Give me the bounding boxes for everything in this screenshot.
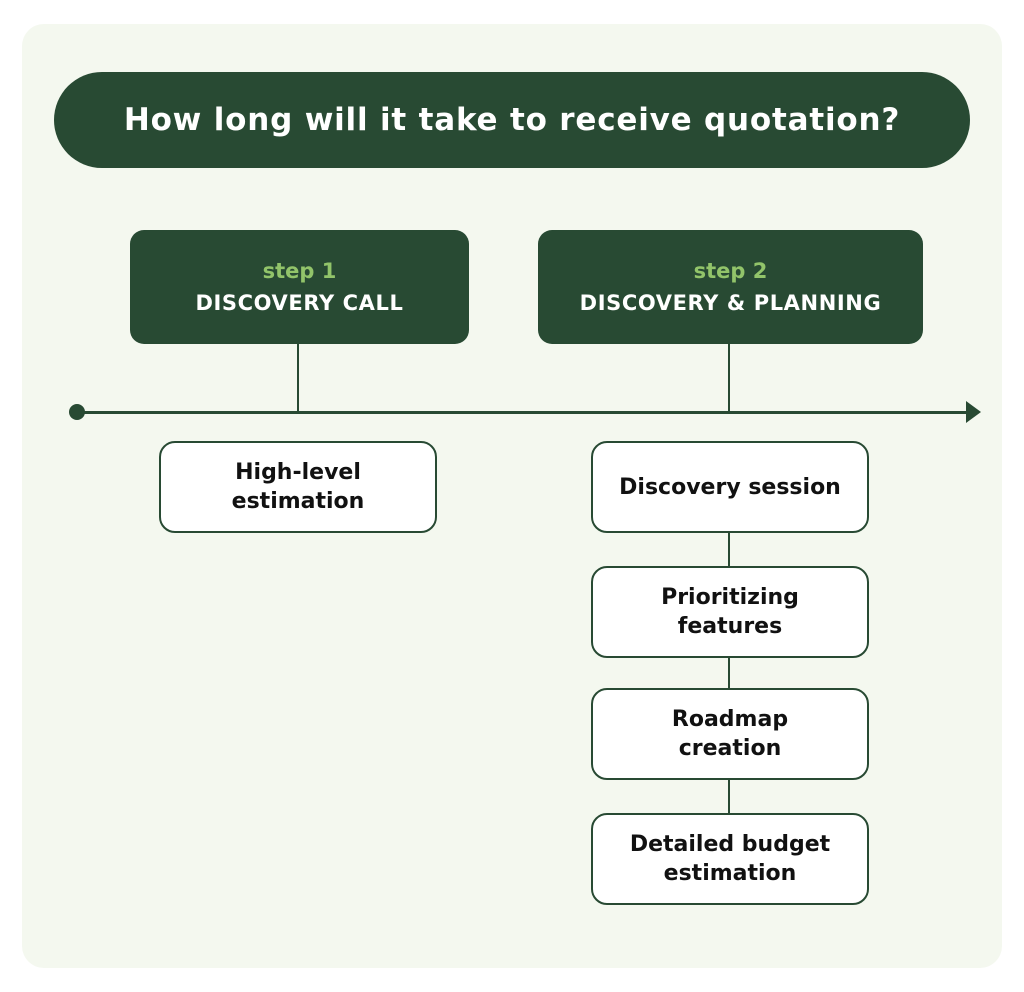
timeline-arrowhead — [966, 401, 981, 423]
step-2-number: step 2 — [693, 259, 768, 283]
task-label: Discovery session — [619, 474, 841, 500]
task-connector — [728, 656, 730, 690]
task-label: Roadmap creation — [671, 707, 789, 761]
step-1-number: step 1 — [262, 259, 337, 283]
task-detailed-budget-estimation: Detailed budget estimation — [591, 813, 869, 905]
task-roadmap-creation: Roadmap creation — [591, 688, 869, 780]
timeline-axis — [77, 411, 969, 414]
step-1-name: DISCOVERY CALL — [195, 291, 404, 315]
diagram-title: How long will it take to receive quotati… — [123, 102, 901, 138]
task-label: Prioritizing features — [661, 585, 799, 639]
step-2-connector — [728, 344, 730, 412]
step-1-connector — [297, 344, 299, 412]
title-banner: How long will it take to receive quotati… — [54, 72, 970, 168]
step-1-header: step 1 DISCOVERY CALL — [130, 230, 469, 344]
step-2-header: step 2 DISCOVERY & PLANNING — [538, 230, 923, 344]
task-label: High-level estimation — [231, 460, 365, 514]
task-prioritizing-features: Prioritizing features — [591, 566, 869, 658]
task-connector — [728, 532, 730, 568]
timeline-start-dot — [69, 404, 85, 420]
task-discovery-session: Discovery session — [591, 441, 869, 533]
task-connector — [728, 778, 730, 814]
task-label: Detailed budget estimation — [629, 832, 831, 886]
step-2-name: DISCOVERY & PLANNING — [579, 291, 882, 315]
task-high-level-estimation: High-level estimation — [159, 441, 437, 533]
